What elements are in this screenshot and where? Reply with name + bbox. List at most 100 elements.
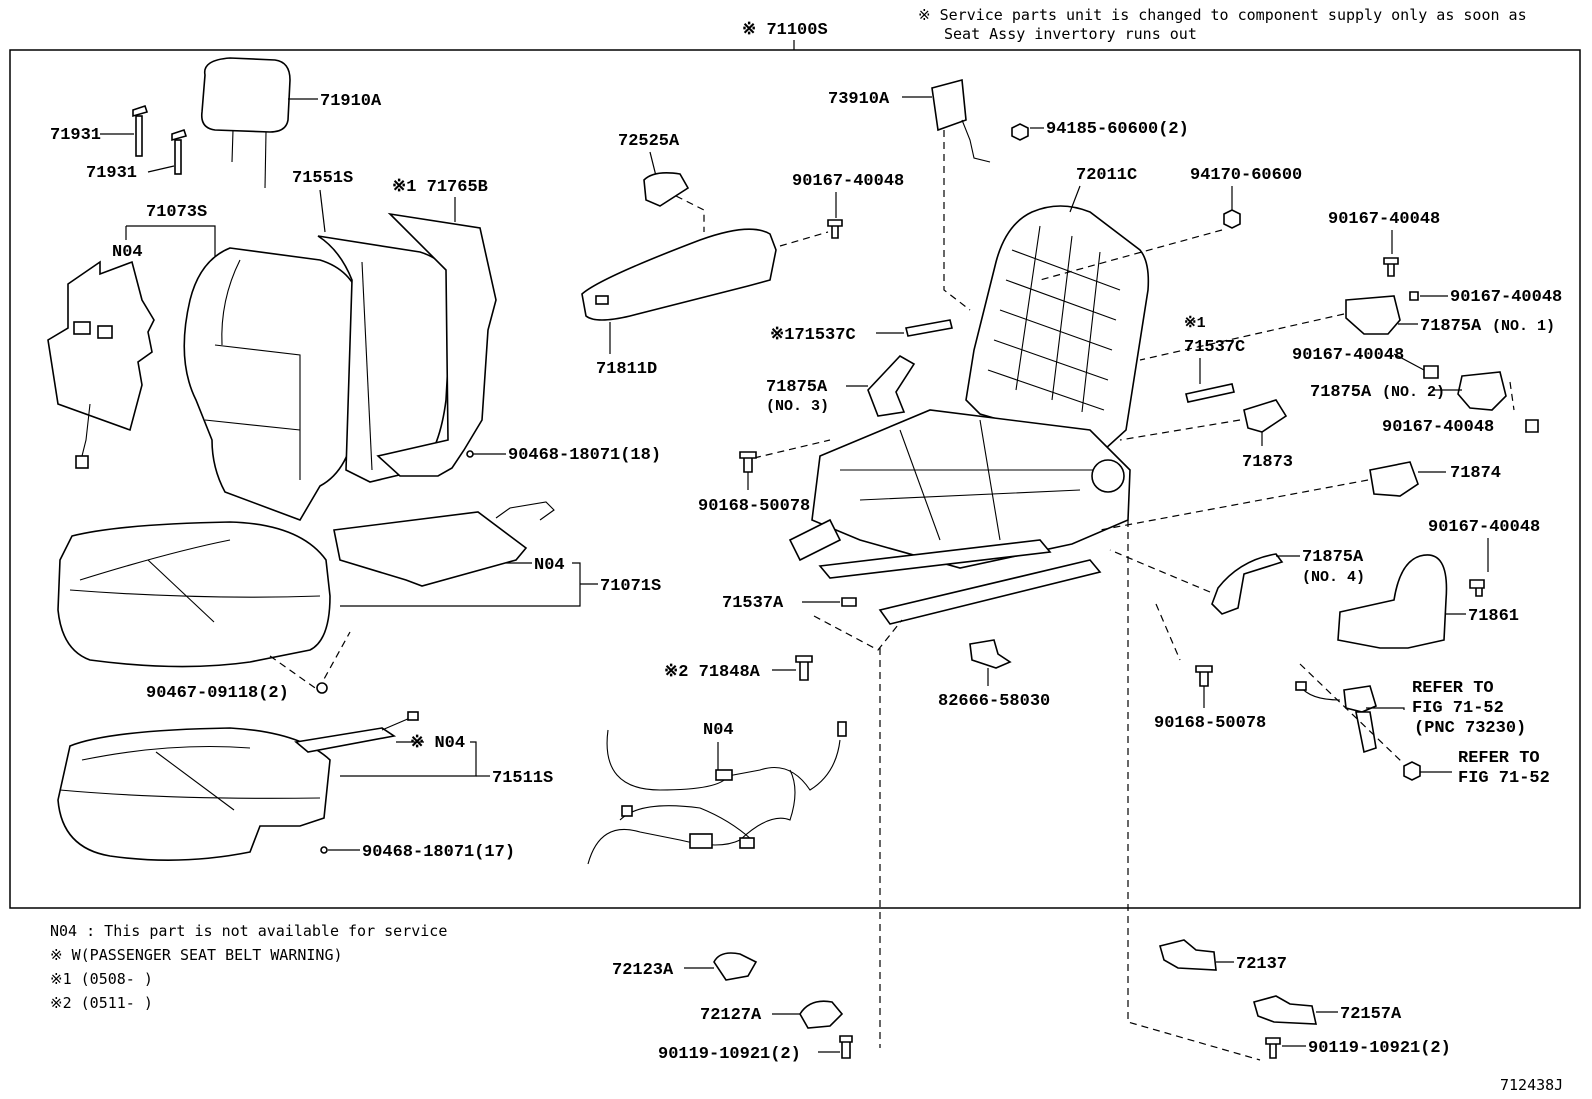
pad-71537C-a-drawing [905,319,953,337]
dash-94170 [1039,229,1223,281]
part-82666-58030[interactable]: 82666-58030 [938,692,1050,711]
wire-harness-drawing [587,721,847,865]
part-71848A[interactable]: ※2 71848A [664,663,761,682]
dash-72525A [675,195,705,232]
recliner-cover-drawing [581,228,777,321]
refer-to-2-line2[interactable]: FIG 71-52 [1458,769,1550,788]
dash-73910A [943,130,971,311]
dash-90168-b [1155,603,1181,661]
dash-71875A-no4 [1109,549,1211,593]
part-90467-09118-2[interactable]: 90467-09118(2) [146,684,289,703]
cover-71875A-no2-drawing [1457,371,1507,411]
cover-71874-drawing [1369,461,1419,497]
part-90167-40048-e[interactable]: 90167-40048 [1382,418,1494,437]
assembly-frame [9,49,1581,909]
dash-90467 [269,631,351,691]
part-71551S[interactable]: 71551S [292,169,353,188]
part-71073S[interactable]: 71073S [146,203,207,222]
part-73910A[interactable]: 73910A [828,90,890,109]
cover-71875A-no1-drawing [1345,295,1401,335]
part-n04-c[interactable]: ※ N04 [410,734,465,753]
part-90468-18071-18[interactable]: 90468-18071(18) [508,446,661,465]
refer-to-1-line1: REFER TO [1412,679,1494,698]
part-94170-60600[interactable]: 94170-60600 [1190,166,1302,185]
cap-72123A-drawing [713,952,758,981]
part-72011C[interactable]: 72011C [1076,166,1137,185]
part-71765B[interactable]: ※1 71765B [392,178,488,197]
screw-90167-e-drawing [1525,419,1539,433]
occupant-sensor-drawing [294,711,419,753]
seat-cushion-cover-drawing [57,521,331,668]
part-n04-a[interactable]: N04 [112,243,143,262]
nut-94170-drawing [1223,209,1241,229]
seat-cushion-heater-drawing [333,501,555,587]
bolt-90119-a-drawing [839,1035,853,1059]
figure-id: 712438J [1500,1076,1563,1094]
part-71071S[interactable]: 71071S [600,577,661,596]
bolt-90168-a-drawing [739,451,757,473]
part-72137[interactable]: 72137 [1236,955,1287,974]
part-71811D[interactable]: 71811D [596,360,657,379]
dash-71537A [813,615,903,651]
part-71875A-no4[interactable]: 71875A [1302,548,1364,567]
part-71931-b[interactable]: 71931 [86,164,137,183]
assembly-label: ※ 71100S [742,21,828,40]
screw-90167-d-drawing [1423,365,1439,379]
headrest-drawing [200,57,291,189]
leader-72011C [1069,185,1081,213]
part-90119-10921-b[interactable]: 90119-10921(2) [1308,1039,1451,1058]
leader-71511S [340,741,477,777]
part-90167-40048-f[interactable]: 90167-40048 [1428,518,1540,537]
nut-ref2-drawing [1403,761,1421,781]
dash-90167-a [779,231,829,247]
cover-71873-drawing [1243,399,1288,433]
headrest-support-drawing [132,104,188,175]
part-n04-b[interactable]: N04 [534,556,565,575]
part-71931-a[interactable]: 71931 [50,126,101,145]
dash-lower-right [1127,520,1261,1061]
part-71875A-no2-suffix: (NO. 2) [1382,384,1445,401]
part-90119-10921-a[interactable]: 90119-10921(2) [658,1045,801,1064]
part-90168-50078-a[interactable]: 90168-50078 [698,497,810,516]
hog-ring-a-drawing [466,450,474,458]
part-72127A[interactable]: 72127A [700,1006,762,1025]
clip-90467-drawing [316,682,328,694]
service-note-line-1: ※ Service parts unit is changed to compo… [918,6,1527,24]
bolt-90119-b-drawing [1265,1037,1281,1059]
bolt-71848A-drawing [795,655,813,681]
part-72123A[interactable]: 72123A [612,961,674,980]
part-72157A[interactable]: 72157A [1340,1005,1402,1024]
part-90167-40048-d[interactable]: 90167-40048 [1292,346,1404,365]
part-90168-50078-b[interactable]: 90168-50078 [1154,714,1266,733]
screw-90167-b-drawing [1383,257,1399,277]
part-90468-18071-17[interactable]: 90468-18071(17) [362,843,515,862]
part-90167-40048-c[interactable]: 90167-40048 [1450,288,1562,307]
part-72525A[interactable]: 72525A [618,132,680,151]
part-71537C-b[interactable]: 71537C [1184,338,1245,357]
refer-to-1-line2[interactable]: FIG 71-52 [1412,699,1504,718]
part-71875A-no1[interactable]: 71875A [1420,317,1482,336]
part-94185-60600-2[interactable]: 94185-60600(2) [1046,120,1189,139]
part-71910A[interactable]: 71910A [320,92,382,111]
screw-90167-f-drawing [1469,579,1485,597]
part-90167-40048-a[interactable]: 90167-40048 [792,172,904,191]
part-71875A-no3[interactable]: 71875A [766,378,828,397]
dash-71874 [1099,479,1369,531]
part-71861[interactable]: 71861 [1468,607,1519,626]
part-71874[interactable]: 71874 [1450,464,1501,483]
seat-frame-drawing [788,205,1150,625]
legend-line-2: ※ W(PASSENGER SEAT BELT WARNING) [50,946,343,964]
recliner-knob-drawing [643,172,690,207]
cover-71861-drawing [1337,554,1448,649]
part-71511S[interactable]: 71511S [492,769,553,788]
seat-belt-buckle-drawing [1295,681,1377,754]
part-71875A-no4-suffix: (NO. 4) [1302,569,1365,586]
part-90167-40048-b[interactable]: 90167-40048 [1328,210,1440,229]
part-71875A-no2[interactable]: 71875A [1310,383,1372,402]
part-71873[interactable]: 71873 [1242,453,1293,472]
backrest-board-drawing [376,212,497,477]
part-71537A[interactable]: 71537A [722,594,784,613]
refer-to-1-line3: (PNC 73230) [1414,719,1526,738]
part-n04-d[interactable]: N04 [703,721,734,740]
part-71537C-a[interactable]: ※171537C [770,326,856,345]
